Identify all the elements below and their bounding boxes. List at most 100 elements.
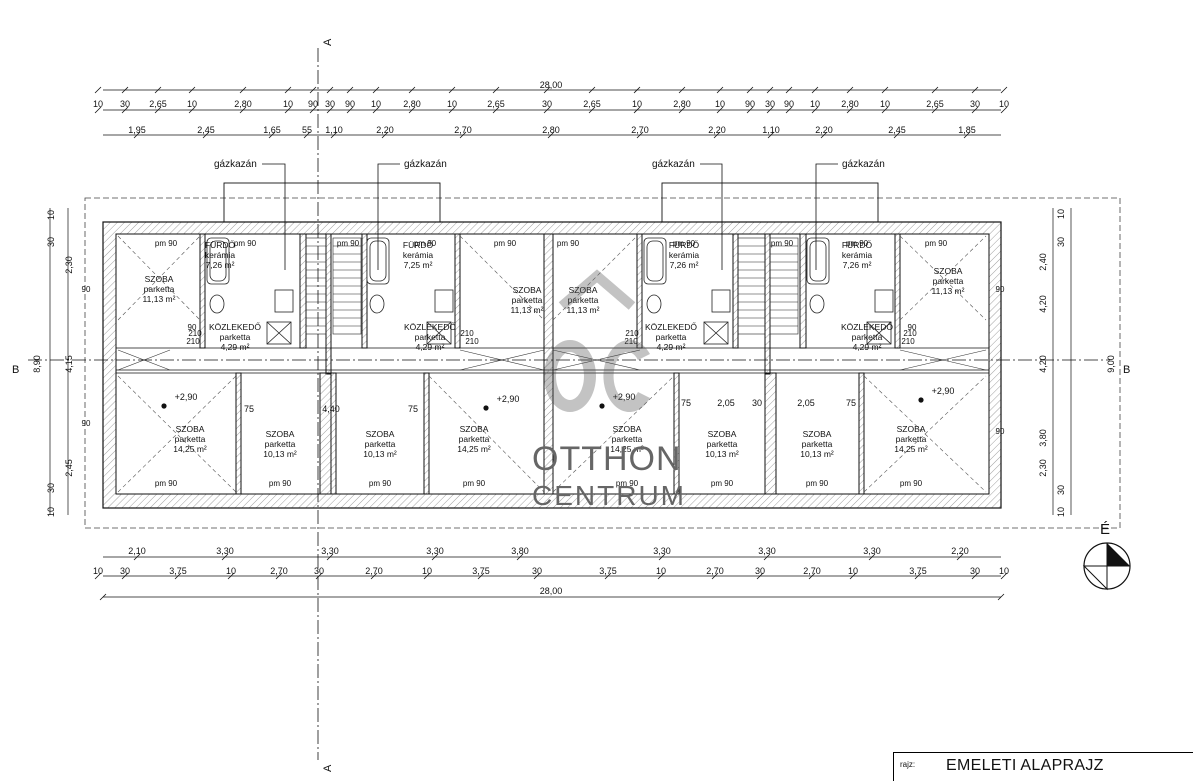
toilet-icon [369, 294, 385, 314]
dimension-label-inner: 75 [681, 398, 691, 408]
dimension-label: 2,20 [951, 546, 969, 556]
dimension-label: 90 [345, 99, 355, 109]
dimension-label: 10 [810, 99, 820, 109]
level-marker [918, 397, 924, 403]
room-area: 11,13 m² [567, 305, 600, 315]
room-name: SZOBA [708, 429, 737, 439]
dimension-label-right: 4,20 [1038, 355, 1048, 373]
door-label: 210 [465, 337, 479, 346]
dimension-label: 30 [120, 99, 130, 109]
dimension-label: 2,70 [803, 566, 821, 576]
boiler-label-3: gázkazán [652, 159, 695, 170]
sink-icon [434, 289, 454, 313]
section-marker-a-bottom: A [322, 764, 334, 772]
window-label: pm 90 [900, 479, 923, 488]
window-label: pm 90 [925, 239, 948, 248]
dimension-label-right: 2,30 [1038, 459, 1048, 477]
room-area: 10,13 m² [800, 449, 834, 459]
level-marker [483, 405, 489, 411]
room-floor: parketta [512, 295, 543, 305]
room-floor: kerámia [669, 250, 700, 260]
dimension-label-left: 2,30 [64, 256, 74, 274]
watermark-text-otthon: OTTHON [532, 440, 682, 478]
dimension-label: 2,20 [376, 125, 394, 135]
section-marker-b-left: B [12, 364, 19, 376]
dimension-label-left: 8,90 [32, 355, 42, 373]
toilet-icon [809, 294, 825, 314]
dimension-label: 2,65 [926, 99, 944, 109]
window-label: pm 90 [269, 479, 292, 488]
room-floor: kerámia [403, 250, 434, 260]
window-label: pm 90 [806, 479, 829, 488]
room-floor: parketta [612, 434, 643, 444]
room-area: 10,13 m² [263, 449, 297, 459]
room-name: SZOBA [145, 274, 174, 284]
dimension-label: 10 [715, 99, 725, 109]
window-label: pm 90 [337, 239, 360, 248]
dimension-label: 2,65 [487, 99, 505, 109]
dimension-label: 30 [765, 99, 775, 109]
north-arrow-icon: É [1082, 521, 1131, 591]
dimension-total-top: 28,00 [540, 80, 563, 90]
boiler-label-2: gázkazán [404, 159, 447, 170]
dimension-label: 1,95 [128, 125, 146, 135]
room-name: SZOBA [460, 424, 489, 434]
bathtub-icon [646, 240, 664, 282]
room-floor: kerámia [205, 250, 236, 260]
dimension-label: 2,20 [708, 125, 726, 135]
dimension-label: 2,80 [673, 99, 691, 109]
dimension-label: 10 [93, 566, 103, 576]
window-label: pm 90 [369, 479, 392, 488]
room-area: 4,29 m² [221, 342, 250, 352]
dimension-label: 3,30 [321, 546, 339, 556]
level-label: +2,90 [497, 394, 520, 404]
room-name: SZOBA [613, 424, 642, 434]
interior-walls-upper [199, 233, 901, 495]
window-label: pm 90 [463, 479, 486, 488]
window-label: pm 90 [771, 239, 794, 248]
door-label: 210 [188, 329, 202, 338]
room-name: SZOBA [803, 429, 832, 439]
dimension-label-inner: 75 [846, 398, 856, 408]
dimension-label: 10 [283, 99, 293, 109]
dimension-label: 2,20 [815, 125, 833, 135]
dimension-label: 2,65 [149, 99, 167, 109]
dimension-label: 30 [532, 566, 542, 576]
room-area: 10,13 m² [363, 449, 397, 459]
window-label: pm 90 [673, 239, 696, 248]
room-floor: parketta [896, 434, 927, 444]
dimension-label: 2,70 [270, 566, 288, 576]
dimension-label: 10 [848, 566, 858, 576]
room-floor: parketta [852, 332, 883, 342]
door-label: 90 [996, 427, 1005, 436]
bathroom-fixtures [206, 237, 894, 345]
door-label: 210 [460, 329, 474, 338]
dimension-label: 2,80 [234, 99, 252, 109]
room-area: 11,13 m² [143, 294, 176, 304]
dimension-label: 3,75 [169, 566, 187, 576]
door-label: 210 [903, 329, 917, 338]
level-label: +2,90 [613, 392, 636, 402]
dimension-label-inner: 30 [752, 398, 762, 408]
room-area: 11,13 m² [511, 305, 544, 315]
room-floor: parketta [415, 332, 446, 342]
dimension-label: 2,80 [841, 99, 859, 109]
dimension-label: 3,75 [472, 566, 490, 576]
room-name: SZOBA [897, 424, 926, 434]
dimension-label-inner: 4,40 [322, 404, 340, 414]
door-label: 210 [186, 337, 200, 346]
dimension-total-bottom: 28,00 [540, 586, 563, 596]
dimension-label: 2,45 [888, 125, 906, 135]
dimension-label: 30 [970, 99, 980, 109]
room-floor: parketta [656, 332, 687, 342]
room-floor: parketta [265, 439, 296, 449]
room-name: KÖZLEKEDŐ [841, 322, 893, 332]
dimension-label: 2,45 [197, 125, 215, 135]
room-area: 14,25 m² [173, 444, 207, 454]
level-label: +2,90 [932, 386, 955, 396]
dimension-label-left: 10 [46, 507, 56, 517]
door-label: 90 [996, 285, 1005, 294]
room-area: 4,29 m² [853, 342, 882, 352]
